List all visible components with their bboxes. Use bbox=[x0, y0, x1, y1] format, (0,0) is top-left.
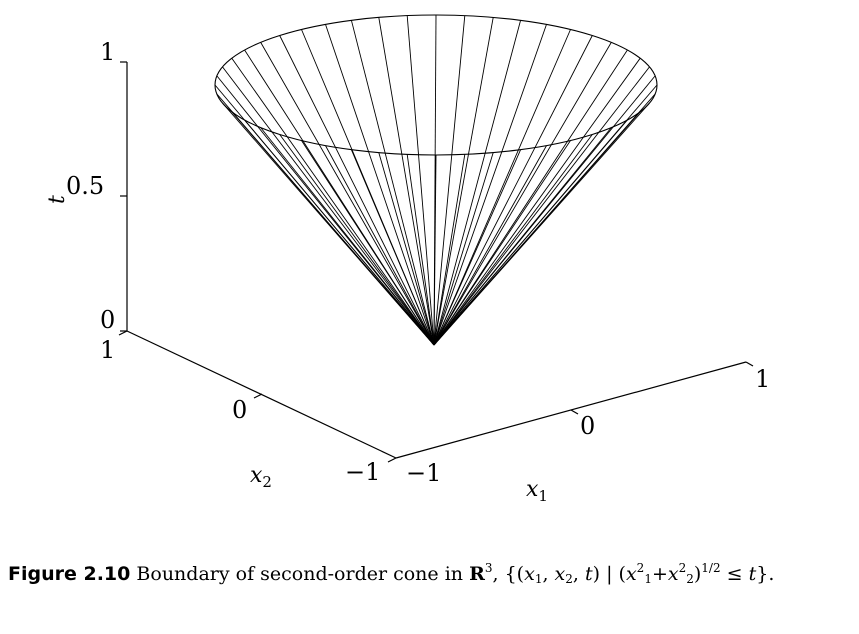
caption-pow: 1/2 bbox=[701, 561, 721, 575]
t-tick-label-1: 1 bbox=[100, 38, 115, 66]
x2-tick-label-1: 1 bbox=[100, 336, 115, 364]
caption-x1b: x bbox=[625, 563, 637, 585]
caption-x1b-sup: 2 bbox=[636, 561, 645, 575]
caption-t-end: t bbox=[748, 563, 757, 585]
cone-figure: 1 0.5 0 1 0 −1 −1 0 1 t x2 x1 bbox=[45, 14, 770, 505]
caption-x2b: x bbox=[667, 563, 679, 585]
caption-text: Boundary of second-order cone in bbox=[136, 563, 470, 585]
cone-generator-line bbox=[350, 20, 435, 346]
t-tick-label-0.5: 0.5 bbox=[66, 172, 104, 200]
cone-generator-line bbox=[216, 93, 435, 346]
cone-generator-line bbox=[433, 119, 628, 346]
caption-mid: ) | ( bbox=[592, 563, 626, 585]
x1-tick-label-0: 0 bbox=[580, 412, 595, 440]
cone-generator-line bbox=[378, 152, 435, 346]
x2-tick-label-m1: −1 bbox=[345, 458, 380, 486]
cone-generator-line bbox=[279, 134, 435, 346]
x1-tick-0 bbox=[570, 409, 579, 415]
cone-generator-line bbox=[231, 57, 435, 346]
cone-generator-line bbox=[378, 17, 435, 346]
x1-tick-label-m1: −1 bbox=[406, 459, 441, 487]
cone-generator-line bbox=[433, 35, 593, 346]
cone-generator-line bbox=[301, 29, 435, 346]
cone-generator-line bbox=[279, 35, 435, 346]
caption-R-sup: 3 bbox=[484, 561, 493, 575]
caption-leq: ≤ bbox=[720, 563, 749, 585]
cone-rim bbox=[214, 14, 658, 156]
cone-generator-line bbox=[214, 84, 435, 346]
cone-generator-line bbox=[433, 49, 628, 346]
caption-comma1: , bbox=[542, 563, 555, 585]
caption-set-close: }. bbox=[756, 563, 775, 585]
cone-generator-line bbox=[433, 20, 522, 346]
x2-axis-label: x2 bbox=[250, 463, 272, 491]
x1-tick-1 bbox=[745, 361, 754, 367]
cone-generator-line bbox=[433, 152, 494, 346]
caption-R: R bbox=[469, 563, 485, 585]
cone-generator-line bbox=[433, 75, 656, 346]
caption-comma2: , bbox=[572, 563, 585, 585]
cone-generator-line bbox=[406, 15, 435, 346]
cone-generator-line bbox=[433, 66, 650, 346]
cone-generator-line bbox=[433, 24, 547, 346]
cone-generator-line bbox=[433, 14, 437, 346]
x1-axis-label: x1 bbox=[526, 477, 548, 505]
cone-generator-line bbox=[325, 145, 435, 346]
cone-generator-line bbox=[244, 49, 435, 346]
caption-x2b-sub: 2 bbox=[686, 572, 694, 586]
cone-generator-line bbox=[433, 111, 641, 346]
cone-generator-line bbox=[433, 145, 547, 346]
caption-x2: x bbox=[554, 563, 566, 585]
x2-tick-0 bbox=[253, 393, 263, 399]
cone-generator-line bbox=[406, 154, 435, 346]
cone-generator-line bbox=[216, 75, 435, 346]
caption-x1b-sub: 1 bbox=[644, 572, 652, 586]
caption-x2b-sup: 2 bbox=[678, 561, 687, 575]
x2-tick-1 bbox=[118, 330, 128, 336]
figure-caption: Figure 2.10 Boundary of second-order con… bbox=[8, 554, 853, 593]
caption-set-open: , {( bbox=[492, 563, 525, 585]
cone-generator-line bbox=[433, 154, 466, 346]
cone-generator-line bbox=[433, 15, 466, 346]
cone-generator-line bbox=[433, 29, 571, 346]
x2-tick-label-0: 0 bbox=[232, 396, 247, 424]
x1-tick-label-1: 1 bbox=[755, 365, 770, 393]
caption-label: Figure 2.10 bbox=[8, 563, 131, 585]
cone-generator-line bbox=[260, 42, 435, 346]
cone-generator-line bbox=[433, 57, 641, 346]
caption-plus: + bbox=[651, 563, 668, 585]
cone-surface bbox=[214, 14, 658, 346]
cone-generator-line bbox=[433, 134, 593, 346]
caption-close-pow: ) bbox=[693, 563, 702, 585]
t-axis-label: t bbox=[45, 195, 70, 204]
x2-tick-m1 bbox=[387, 457, 397, 463]
cone-generator-line bbox=[325, 24, 435, 346]
cone-generator-line bbox=[433, 17, 494, 346]
caption-x1-sub: 1 bbox=[534, 572, 543, 586]
cone-generator-line bbox=[433, 42, 612, 346]
cone-generator-line bbox=[222, 66, 435, 346]
t-tick-label-0: 0 bbox=[100, 306, 115, 334]
caption-x2-sub: 2 bbox=[565, 572, 573, 586]
caption-t: t bbox=[585, 563, 593, 585]
caption-x1: x bbox=[524, 563, 535, 585]
